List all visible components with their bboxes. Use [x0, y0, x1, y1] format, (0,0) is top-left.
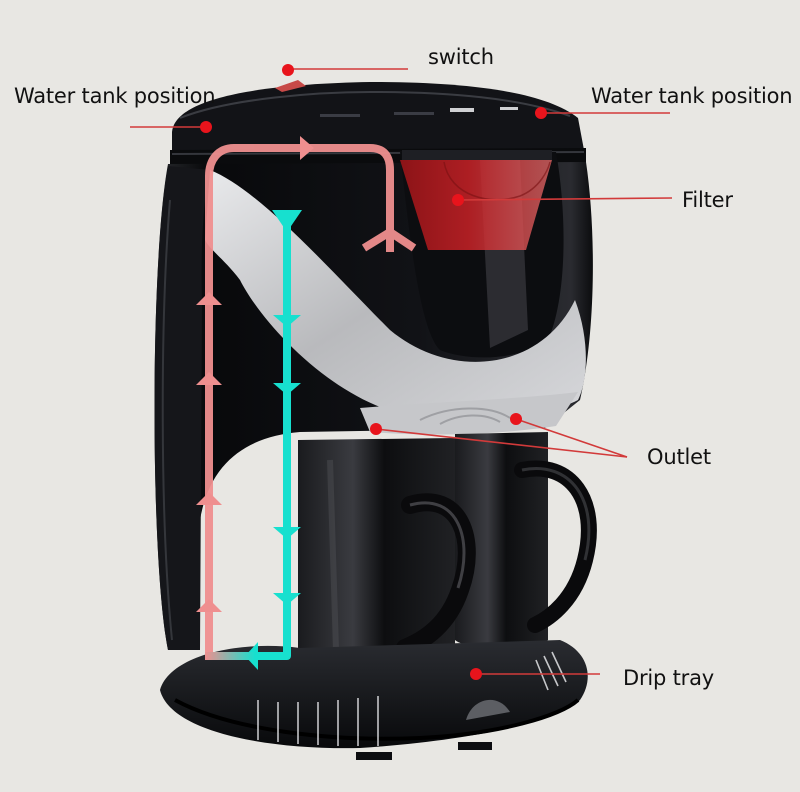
water-tank-right-label: Water tank position [591, 84, 793, 108]
switch-label: switch [428, 45, 494, 69]
filter-callout-dot [452, 194, 464, 206]
drip-tray-callout-dot [470, 668, 482, 680]
base [160, 640, 588, 760]
outlet-label: Outlet [647, 445, 711, 469]
switch-toggle[interactable] [275, 80, 306, 92]
outlet-left-callout-dot [370, 423, 382, 435]
filter-label: Filter [682, 188, 733, 212]
mugs [298, 432, 597, 675]
switch-callout-dot [282, 64, 294, 76]
flow-junction [205, 652, 255, 660]
water-tank-right-callout-dot [535, 107, 547, 119]
mug-right [455, 432, 548, 649]
cold-water-arrowheads [245, 210, 302, 670]
hot-water-arrowheads [196, 136, 314, 612]
silver-trim [205, 170, 586, 418]
water-tank-left-label: Water tank position [14, 84, 216, 108]
filter-basket [400, 160, 552, 250]
water-tank-left-callout-dot [200, 121, 212, 133]
drip-tray-label: Drip tray [623, 666, 715, 690]
drip-tray [160, 640, 588, 749]
callouts [130, 64, 673, 680]
outlet-right-callout-dot [510, 413, 522, 425]
top-lid [172, 82, 584, 154]
